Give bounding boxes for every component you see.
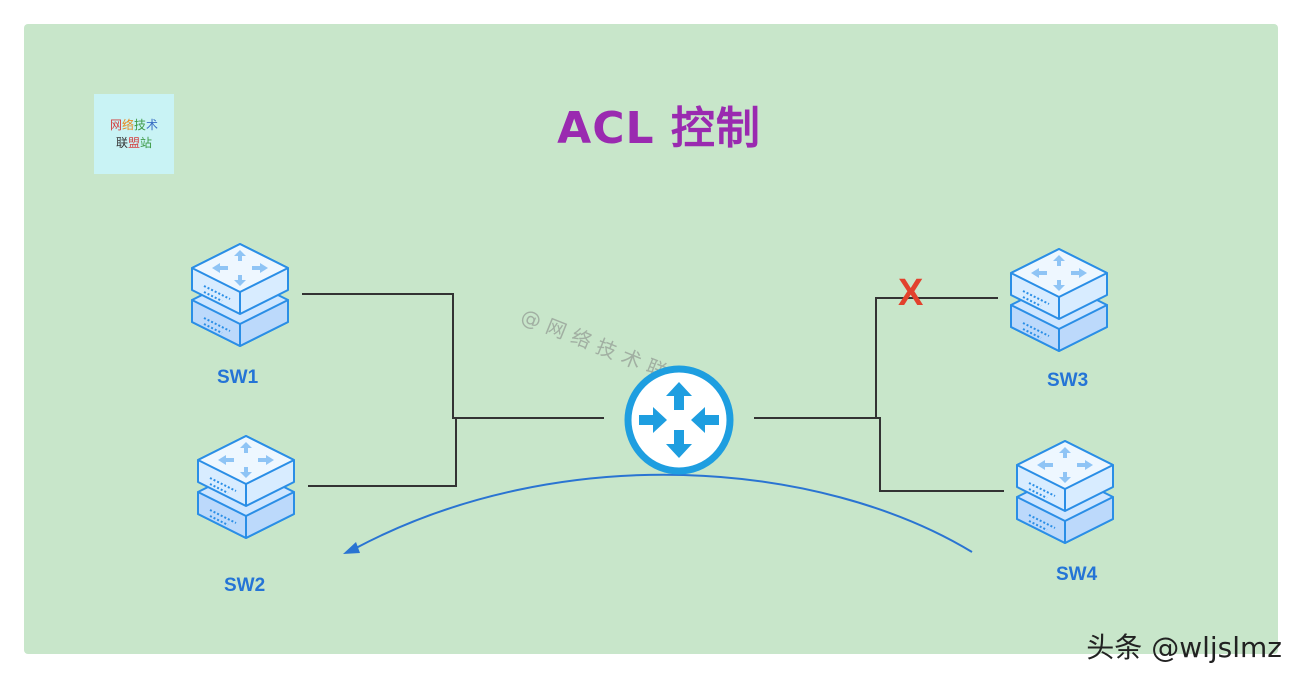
logo-line-2: 联盟站 [116, 134, 152, 152]
label-sw3: SW3 [1047, 370, 1089, 391]
link-sw3 [754, 297, 998, 419]
diagram-title-text: ACL 控制 [557, 103, 761, 154]
label-sw2: SW2 [224, 575, 266, 596]
logo-char: 技 [134, 118, 147, 132]
logo-char: 网 [109, 118, 122, 132]
logo-char: 盟 [127, 136, 140, 150]
label-sw4: SW4 [1056, 564, 1098, 585]
link-sw1 [302, 293, 604, 419]
logo: 网络技术 联盟站 [94, 94, 174, 174]
credit-text: 头条 @wljslmz [1086, 631, 1282, 664]
switch-icon [1016, 440, 1114, 544]
label-sw1: SW1 [217, 367, 259, 388]
logo-char: 站 [140, 136, 153, 150]
logo-char: 联 [115, 136, 128, 150]
switch-icon [1010, 248, 1108, 352]
link-sw4 [876, 417, 1004, 492]
link-sw2 [308, 418, 457, 487]
flow-arrow [343, 473, 973, 554]
logo-line-1: 网络技术 [110, 116, 158, 134]
router-icon [624, 365, 734, 475]
logo-char: 络 [121, 118, 134, 132]
blocked-mark: X [898, 272, 924, 314]
diagram-title: ACL 控制 [0, 92, 1302, 156]
logo-char: 术 [146, 118, 159, 132]
links [302, 293, 1004, 492]
switch-icon [191, 243, 289, 347]
switch-icon [197, 435, 295, 539]
